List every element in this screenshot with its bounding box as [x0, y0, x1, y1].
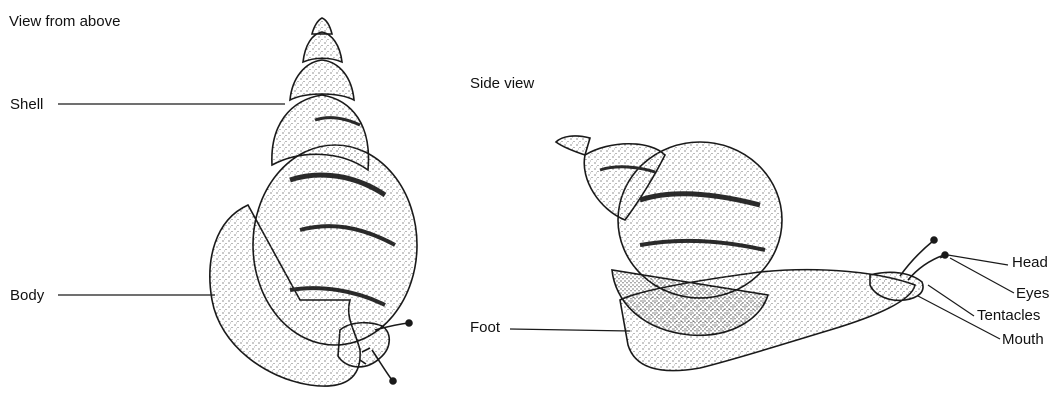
leader-tentacles [928, 285, 974, 316]
snail-top-view [210, 18, 417, 386]
leader-mouth [918, 296, 1000, 339]
leader-eyes [950, 258, 1014, 293]
side-view-spire-1 [556, 136, 590, 155]
top-view-apex [312, 18, 332, 34]
top-view-spire-1 [303, 32, 342, 62]
top-view-spire-2 [290, 60, 354, 100]
leader-foot [510, 329, 630, 331]
leader-head [940, 255, 1008, 265]
snail-side-view [556, 136, 948, 371]
